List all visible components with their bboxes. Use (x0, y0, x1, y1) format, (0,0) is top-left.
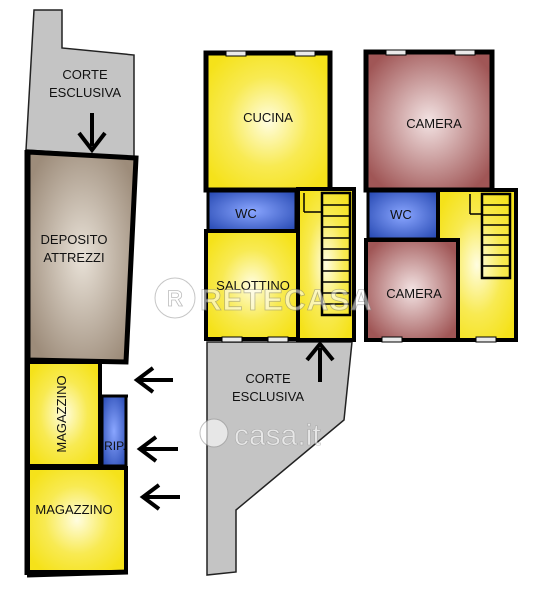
camera-bottom-label: CAMERA (386, 286, 442, 301)
wc-first-label: WC (235, 206, 257, 221)
window (221, 336, 243, 343)
retecasa-logo-text: RETECASA (200, 284, 373, 317)
arrow-up-icon (305, 340, 335, 382)
retecasa-logo-mark: R (167, 286, 183, 311)
courtyard-ground-label-2: ESCLUSIVA (49, 85, 121, 100)
courtyard-ground-label-1: CORTE (62, 67, 108, 82)
staircase-first (303, 191, 352, 317)
casa-it-watermark: casa.it (199, 418, 322, 452)
window (294, 50, 316, 57)
window (267, 336, 289, 343)
camera-top-label: CAMERA (406, 116, 462, 131)
arrow-down-icon (77, 113, 107, 154)
arrow-left-icon (133, 366, 173, 394)
ripostiglio-label: RIP. (104, 439, 126, 453)
room-magazzino-lower (26, 466, 128, 574)
courtyard-first-label-2: ESCLUSIVA (232, 389, 304, 404)
window (454, 49, 476, 56)
staircase-second (469, 192, 512, 280)
room-magazzino-upper (26, 360, 102, 468)
window (385, 49, 407, 56)
room-camera-bottom (364, 238, 460, 342)
cucina-label: CUCINA (243, 110, 293, 125)
first-floor: CORTE ESCLUSIVA CUCINA WC SALOTTINO (203, 50, 356, 576)
deposito-label-1: DEPOSITO (41, 232, 108, 247)
room-ripostiglio (100, 394, 128, 468)
window (225, 50, 247, 57)
retecasa-watermark: R RETECASA (153, 276, 373, 320)
casa-it-logo-text: casa.it (234, 419, 321, 452)
deposito-label-2: ATTREZZI (43, 250, 104, 265)
room-cucina (203, 50, 333, 193)
magazzino-lower-label: MAGAZZINO (35, 502, 112, 517)
wc-second-label: WC (390, 207, 412, 222)
ground-floor: CORTE ESCLUSIVA DEPOSITO ATTREZZI MAGAZZ… (24, 9, 180, 578)
magazzino-upper-label: MAGAZZINO (54, 375, 69, 452)
arrow-left-icon (136, 435, 178, 463)
second-floor: CAMERA WC CAMERA (363, 49, 518, 343)
salottino-label: SALOTTINO (216, 278, 290, 293)
courtyard-first-label-1: CORTE (245, 371, 291, 386)
stair-area-second (436, 188, 518, 342)
arrow-left-icon (139, 483, 180, 511)
room-camera-top (363, 49, 495, 193)
window (381, 336, 403, 343)
window (475, 336, 497, 343)
